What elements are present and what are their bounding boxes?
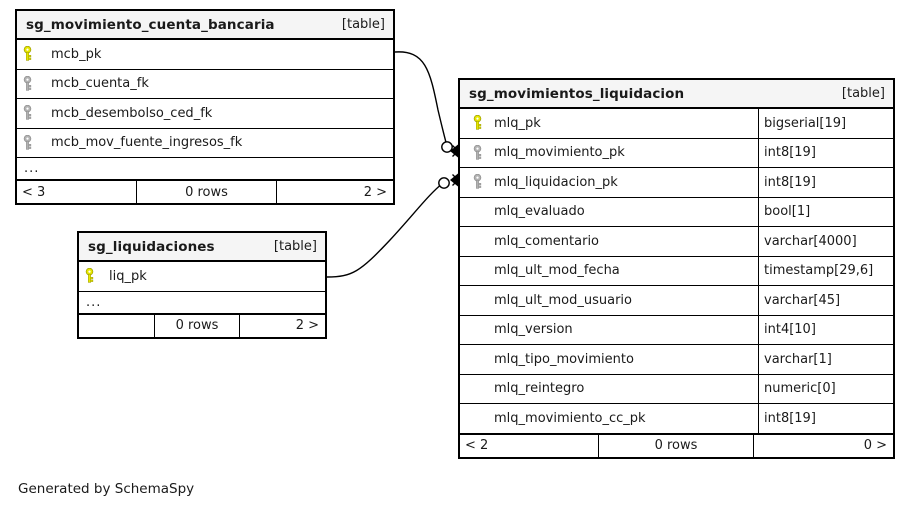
- column-row[interactable]: mlq_liquidacion_pk int8[19]: [460, 168, 893, 198]
- column-name-cell: mlq_ult_mod_fecha: [460, 257, 758, 286]
- table-sg-movimiento-cuenta-bancaria[interactable]: sg_movimiento_cuenta_bancaria [table] mc…: [15, 9, 395, 205]
- table-sg-liquidaciones[interactable]: sg_liquidaciones [table] liq_pk ... 0 ro…: [77, 231, 327, 339]
- table-sg-movimientos-liquidacion[interactable]: sg_movimientos_liquidacion [table] mlq_p…: [458, 78, 895, 459]
- column-type: int8[19]: [758, 404, 893, 433]
- foreign-key-icon: [17, 70, 38, 99]
- column-name-cell: mlq_version: [460, 316, 758, 345]
- column-name: mcb_mov_fuente_ingresos_fk: [51, 135, 243, 151]
- column-name: mlq_tipo_movimiento: [494, 351, 634, 367]
- column-type: int8[19]: [758, 168, 893, 197]
- column-row[interactable]: mlq_pk bigserial[19]: [460, 109, 893, 139]
- column-name: mlq_ult_mod_fecha: [494, 263, 620, 279]
- column-row[interactable]: mlq_movimiento_pk int8[19]: [460, 138, 893, 168]
- column-name-cell: mlq_movimiento_cc_pk: [460, 404, 758, 433]
- next-page-button[interactable]: 2 >: [295, 318, 319, 333]
- next-page-button[interactable]: 0 >: [863, 438, 887, 453]
- column-type: int8[19]: [758, 138, 893, 167]
- primary-key-icon: [17, 40, 38, 69]
- foreign-key-icon: [467, 144, 488, 161]
- next-page-button[interactable]: 2 >: [363, 184, 387, 200]
- table-header: sg_movimientos_liquidacion [table]: [460, 80, 893, 109]
- row-count-label: 0 rows: [136, 181, 277, 203]
- column-row[interactable]: mlq_ult_mod_fecha timestamp[29,6]: [460, 256, 893, 286]
- column-name: mlq_ult_mod_usuario: [494, 292, 632, 308]
- column-name: mlq_version: [494, 322, 573, 338]
- column-type: numeric[0]: [758, 374, 893, 403]
- column-name: mlq_reintegro: [494, 381, 585, 397]
- column-name-cell: mlq_tipo_movimiento: [460, 345, 758, 374]
- column-name: mlq_evaluado: [494, 204, 585, 220]
- table-kind-badge: [table]: [841, 86, 885, 101]
- column-row[interactable]: mlq_movimiento_cc_pk int8[19]: [460, 404, 893, 434]
- column-row[interactable]: mcb_desembolso_ced_fk: [17, 99, 393, 129]
- table-footer: < 3 0 rows 2 >: [17, 180, 393, 203]
- table-kind-badge: [table]: [273, 239, 317, 254]
- column-name-cell: mcb_cuenta_fk: [38, 70, 393, 99]
- table-kind-badge: [table]: [341, 17, 385, 32]
- foreign-key-icon: [467, 174, 488, 190]
- column-row[interactable]: mlq_evaluado bool[1]: [460, 197, 893, 227]
- foreign-key-icon: [17, 129, 38, 158]
- row-count-label: 0 rows: [154, 314, 240, 337]
- column-row[interactable]: liq_pk: [79, 262, 325, 292]
- table-footer: 0 rows 2 >: [79, 313, 325, 337]
- column-name-cell: mlq_comentario: [460, 227, 758, 256]
- column-row[interactable]: mcb_pk: [17, 40, 393, 70]
- column-name-cell: mlq_ult_mod_usuario: [460, 286, 758, 315]
- column-name: mlq_liquidacion_pk: [494, 174, 618, 190]
- column-name: mlq_pk: [494, 115, 541, 131]
- column-name-cell: liq_pk: [100, 262, 325, 291]
- column-name: mcb_pk: [51, 46, 102, 62]
- column-name: mcb_cuenta_fk: [51, 76, 149, 92]
- column-name-cell: mlq_liquidacion_pk: [460, 168, 758, 197]
- column-name-cell: mlq_evaluado: [460, 198, 758, 227]
- primary-key-icon: [467, 115, 488, 131]
- table-header: sg_movimiento_cuenta_bancaria [table]: [17, 11, 393, 40]
- column-name: mlq_movimiento_cc_pk: [494, 410, 646, 426]
- column-row[interactable]: mlq_version int4[10]: [460, 315, 893, 345]
- column-name: mlq_comentario: [494, 233, 600, 249]
- relationship-mcb-to-mlq-movimiento: [394, 51, 459, 158]
- table-name: sg_movimientos_liquidacion: [469, 85, 685, 102]
- column-name-cell: mcb_desembolso_ced_fk: [38, 99, 393, 128]
- column-name-cell: mlq_pk: [460, 109, 758, 138]
- table-name: sg_liquidaciones: [88, 238, 215, 255]
- generated-by-caption: Generated by SchemaSpy: [18, 481, 195, 497]
- foreign-key-icon: [17, 99, 38, 128]
- prev-page-button[interactable]: < 3: [22, 184, 46, 200]
- column-type: bool[1]: [758, 197, 893, 226]
- column-type: varchar[45]: [758, 286, 893, 315]
- prev-page-button[interactable]: < 2: [465, 438, 489, 453]
- cardinality-zero-marker: [438, 177, 450, 189]
- more-columns-indicator[interactable]: ...: [17, 158, 393, 180]
- column-row[interactable]: mlq_tipo_movimiento varchar[1]: [460, 345, 893, 375]
- prev-page-button[interactable]: [79, 315, 154, 337]
- column-name-cell: mcb_pk: [38, 40, 393, 69]
- column-name-cell: mcb_mov_fuente_ingresos_fk: [38, 129, 393, 158]
- column-type: timestamp[29,6]: [758, 256, 893, 285]
- column-row[interactable]: mcb_cuenta_fk: [17, 70, 393, 99]
- column-type: varchar[4000]: [758, 227, 893, 256]
- column-row[interactable]: mcb_mov_fuente_ingresos_fk: [17, 129, 393, 158]
- column-name-cell: mlq_reintegro: [460, 375, 758, 404]
- column-name: mcb_desembolso_ced_fk: [51, 105, 213, 121]
- table-footer: < 2 0 rows 0 >: [460, 433, 893, 457]
- table-header: sg_liquidaciones [table]: [79, 233, 325, 262]
- column-name: mlq_movimiento_pk: [494, 145, 625, 161]
- primary-key-icon: [79, 262, 100, 291]
- column-row[interactable]: mlq_comentario varchar[4000]: [460, 227, 893, 257]
- column-name-cell: mlq_movimiento_pk: [460, 139, 758, 168]
- column-type: int4[10]: [758, 315, 893, 344]
- column-row[interactable]: mlq_ult_mod_usuario varchar[45]: [460, 286, 893, 316]
- table-name: sg_movimiento_cuenta_bancaria: [26, 16, 275, 33]
- row-count-label: 0 rows: [598, 434, 754, 457]
- more-columns-indicator[interactable]: ...: [79, 292, 325, 314]
- column-type: varchar[1]: [758, 345, 893, 374]
- cardinality-zero-marker: [441, 141, 453, 153]
- column-type: bigserial[19]: [758, 109, 893, 138]
- column-row[interactable]: mlq_reintegro numeric[0]: [460, 374, 893, 404]
- column-name: liq_pk: [109, 268, 147, 284]
